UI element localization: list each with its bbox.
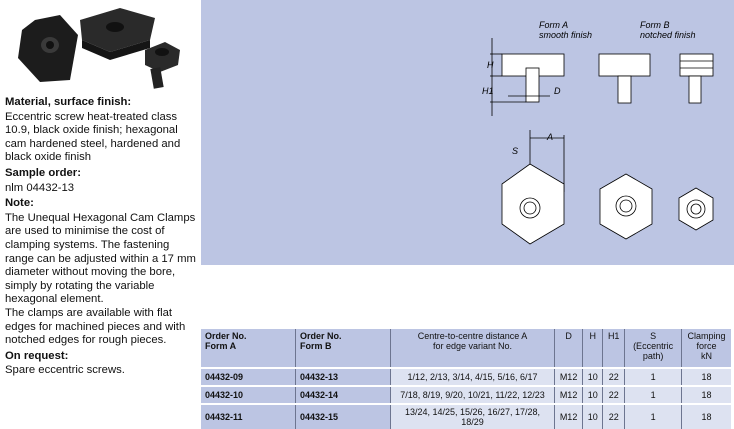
table-cell: 22 <box>602 367 626 386</box>
header-h1: H1 <box>602 329 626 368</box>
table-cell: 1 <box>624 367 683 386</box>
on-request-text: Spare eccentric screws. <box>5 364 125 377</box>
order-number-cell: 04432-11 <box>201 403 296 429</box>
table-header-row: Order No.Form A Order No.Form B Centre-t… <box>201 329 731 368</box>
header-s-2: (Eccentric <box>633 341 674 351</box>
note-text-2: The clamps are available with flat edges… <box>5 306 186 347</box>
table-cell: M12 <box>554 385 584 404</box>
table-cell: 22 <box>602 403 626 429</box>
table-cell: 22 <box>602 385 626 404</box>
form-a-sub: smooth finish <box>539 30 592 40</box>
dim-a: A <box>546 132 553 142</box>
table-cell: 18 <box>681 367 731 386</box>
table-cell: 13/24, 14/25, 15/26, 16/27, 17/28, 18/29 <box>390 403 555 429</box>
header-order-b-2: Form B <box>300 341 332 351</box>
dim-h: H <box>487 60 494 70</box>
table-cell: 10 <box>582 385 604 404</box>
header-order-a-2: Form A <box>205 341 237 351</box>
header-s-3: path) <box>642 351 664 361</box>
table-cell: 10 <box>582 403 604 429</box>
header-order-a: Order No. <box>205 331 247 341</box>
order-number-cell: 04432-09 <box>201 367 296 386</box>
note-text: The Unequal Hexagonal Cam Clamps are use… <box>5 211 196 306</box>
order-number-cell: 04432-14 <box>295 385 391 404</box>
header-force: Clamping <box>687 331 726 341</box>
dim-h1: H1 <box>482 86 494 96</box>
form-b-label: Form B <box>640 20 670 30</box>
header-force-3: kN <box>701 351 713 361</box>
table-cell: 1/12, 2/13, 3/14, 4/15, 5/16, 6/17 <box>390 367 555 386</box>
material-heading: Material, surface finish: <box>5 96 132 108</box>
product-description: Material, surface finish: Eccentric scre… <box>5 94 200 378</box>
order-number-cell: 04432-15 <box>295 403 391 429</box>
table-cell: 10 <box>582 367 604 386</box>
header-distance: Centre-to-centre distance A <box>417 331 528 341</box>
dim-s: S <box>512 146 518 156</box>
sample-order-heading: Sample order: <box>5 166 81 179</box>
header-h: H <box>582 329 604 368</box>
on-request-heading: On request: <box>5 349 69 362</box>
table-cell: 18 <box>681 403 731 429</box>
header-d: D <box>554 329 584 368</box>
header-force-2: force <box>696 341 717 351</box>
order-number-cell: 04432-10 <box>201 385 296 404</box>
order-number-cell: 04432-13 <box>295 367 391 386</box>
header-distance-2: for edge variant No. <box>432 341 513 351</box>
product-photo <box>18 8 180 89</box>
table-cell: 1 <box>624 403 683 429</box>
sample-order-text: nlm 04432-13 <box>5 181 75 194</box>
material-text: Eccentric screw heat-treated class 10.9,… <box>5 110 181 164</box>
table-cell: 1 <box>624 385 683 404</box>
header-s: S <box>650 331 657 341</box>
product-table: Order No.Form A Order No.Form B Centre-t… <box>201 329 731 429</box>
table-cell: M12 <box>554 367 584 386</box>
table-cell: M12 <box>554 403 584 429</box>
form-a-label: Form A <box>539 20 568 30</box>
header-order-b: Order No. <box>300 331 342 341</box>
note-heading: Note: <box>5 197 34 210</box>
technical-drawing: Form A smooth finish Form B notched fini… <box>482 20 714 245</box>
table-cell: 7/18, 8/19, 9/20, 10/21, 11/22, 12/23 <box>390 385 555 404</box>
form-b-sub: notched finish <box>640 30 696 40</box>
dim-d: D <box>554 86 561 96</box>
table-cell: 18 <box>681 385 731 404</box>
